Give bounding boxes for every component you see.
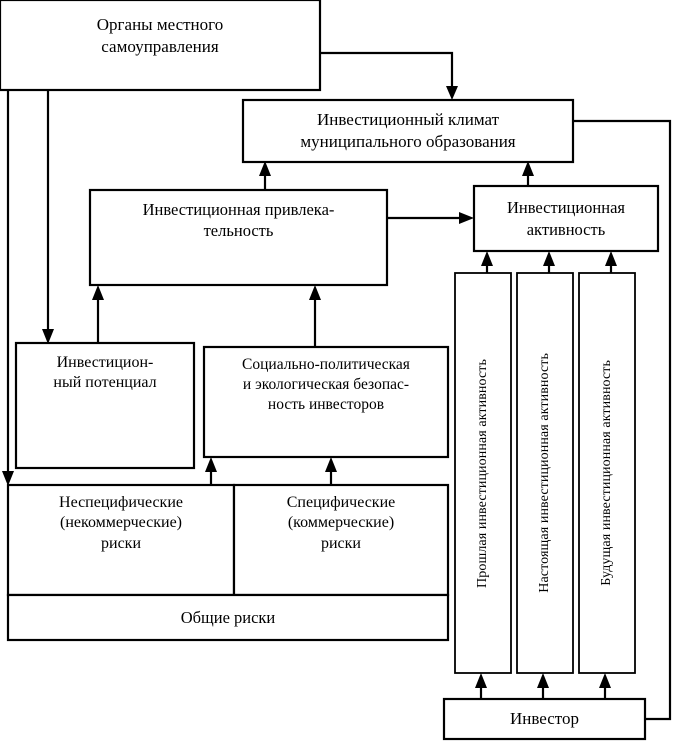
connector-specific-risks-to-safety bbox=[325, 457, 337, 485]
connector-attractiveness-to-activity bbox=[387, 212, 474, 224]
connector-present-activity-to-activity bbox=[543, 251, 555, 273]
box-investor[interactable] bbox=[442, 697, 647, 741]
box-nonspecific-risks[interactable] bbox=[6, 483, 236, 597]
box-specific-risks[interactable] bbox=[232, 483, 450, 597]
box-investment-activity[interactable] bbox=[472, 184, 660, 253]
connector-local-government-to-investment-climate bbox=[320, 51, 458, 100]
box-general-risks[interactable] bbox=[6, 593, 450, 642]
connector-local-government-to-nonspecific-risks bbox=[2, 90, 14, 486]
box-local-government[interactable] bbox=[0, 0, 322, 92]
connector-investor-to-future-activity bbox=[599, 673, 611, 699]
connector-attractiveness-to-climate bbox=[259, 161, 271, 190]
box-present-activity[interactable] bbox=[516, 272, 574, 674]
connector-climate-to-investor-feedback bbox=[573, 119, 672, 721]
connector-nonspecific-risks-to-safety bbox=[205, 457, 217, 485]
connector-investor-to-present-activity bbox=[537, 673, 549, 699]
box-socio-political-safety[interactable] bbox=[202, 345, 450, 459]
connector-potential-to-attractiveness bbox=[92, 285, 104, 343]
box-future-activity[interactable] bbox=[578, 272, 636, 674]
connector-activity-to-climate bbox=[522, 161, 534, 186]
connector-local-government-to-investment-potential bbox=[42, 90, 54, 344]
box-investment-attractiveness[interactable] bbox=[88, 188, 389, 287]
connector-safety-to-attractiveness bbox=[309, 285, 321, 347]
connector-future-activity-to-activity bbox=[605, 251, 617, 273]
connector-past-activity-to-activity bbox=[481, 251, 493, 273]
box-investment-potential[interactable] bbox=[14, 341, 196, 470]
box-past-activity[interactable] bbox=[454, 272, 512, 674]
connector-investor-to-past-activity bbox=[475, 673, 487, 699]
box-investment-climate[interactable] bbox=[241, 98, 575, 164]
